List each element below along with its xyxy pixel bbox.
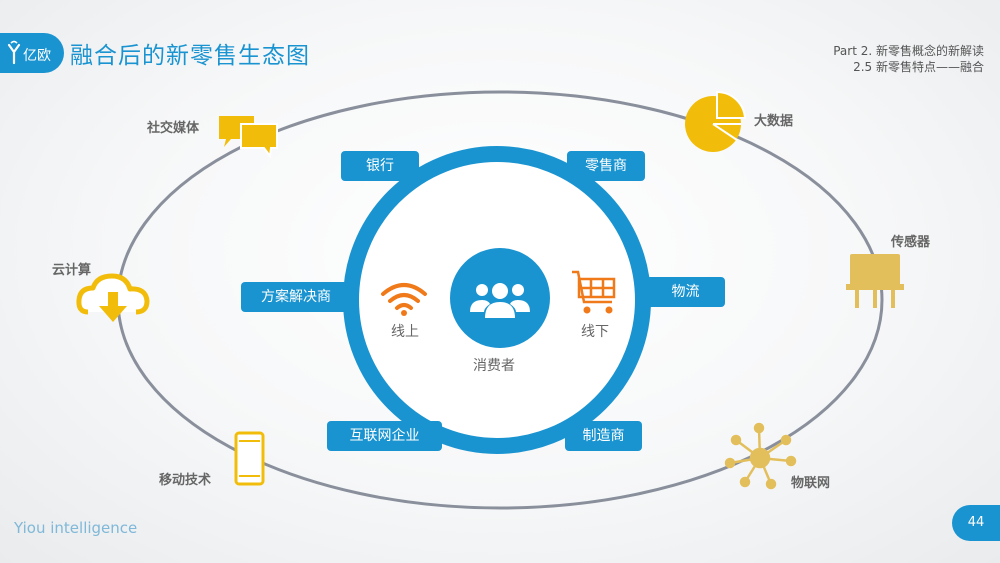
people-icon bbox=[470, 283, 530, 318]
node-manufacturer: 制造商 bbox=[565, 421, 642, 451]
page-title: 融合后的新零售生态图 bbox=[70, 43, 310, 69]
node-retailer: 零售商 bbox=[567, 151, 645, 181]
offline-label: 线下 bbox=[581, 324, 609, 340]
yiou-logo-icon: 亿欧 bbox=[7, 40, 51, 65]
node-bank: 银行 bbox=[341, 151, 419, 181]
label-sensor: 传感器 bbox=[891, 235, 931, 250]
cloud-download-icon bbox=[76, 273, 150, 322]
chat-bubbles-icon bbox=[219, 116, 278, 159]
subsection-title: 2.5 新零售特点——融合 bbox=[853, 60, 984, 74]
network-hub-icon bbox=[724, 422, 797, 490]
label-social-media: 社交媒体 bbox=[147, 121, 200, 136]
logo: 亿欧 bbox=[0, 33, 64, 73]
label-iot: 物联网 bbox=[791, 476, 831, 491]
svg-text:亿欧: 亿欧 bbox=[23, 48, 51, 64]
node-logistics: 物流 bbox=[646, 277, 725, 307]
sensor-chip-icon bbox=[846, 254, 904, 308]
online-label: 线上 bbox=[391, 324, 419, 340]
shopping-cart-icon bbox=[572, 270, 616, 304]
footer-brand: Yiou intelligence bbox=[14, 519, 138, 537]
label-mobile-tech: 移动技术 bbox=[159, 473, 212, 488]
pie-chart-icon bbox=[685, 90, 747, 152]
page-number: 44 bbox=[952, 505, 1000, 541]
node-internet: 互联网企业 bbox=[327, 421, 442, 451]
label-big-data: 大数据 bbox=[754, 114, 794, 129]
mobile-phone-icon bbox=[234, 431, 265, 486]
node-solutions: 方案解决商 bbox=[241, 282, 351, 312]
label-cloud-computing: 云计算 bbox=[52, 263, 92, 278]
consumer-label: 消费者 bbox=[473, 358, 515, 374]
section-title: Part 2. 新零售概念的新解读 bbox=[833, 44, 984, 58]
wifi-icon bbox=[381, 283, 427, 310]
